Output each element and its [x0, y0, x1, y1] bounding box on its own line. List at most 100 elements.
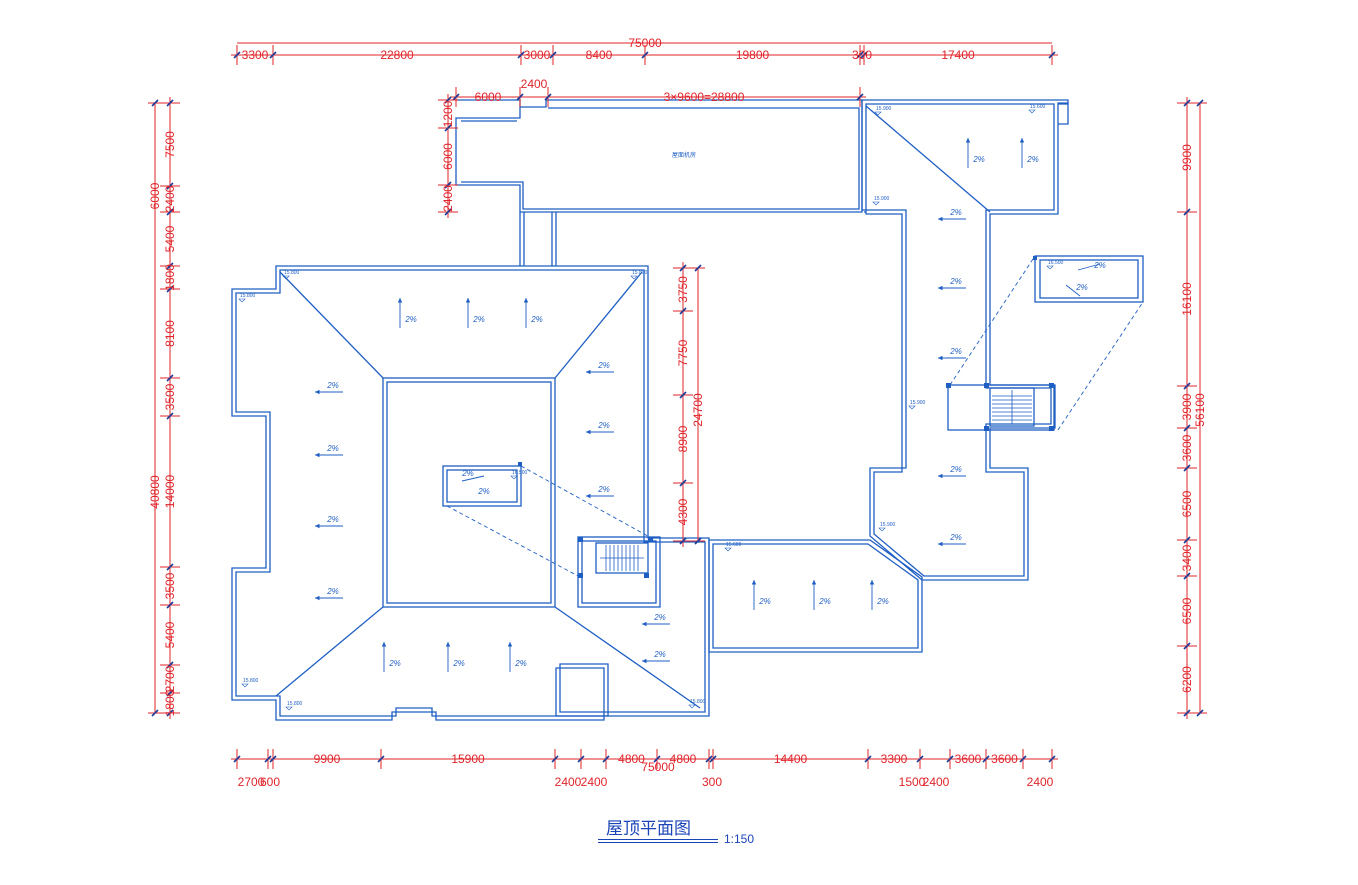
elevation-label: 15.800 — [632, 270, 648, 276]
elevation-triangle — [908, 405, 916, 410]
walls — [231, 99, 1144, 721]
slope-label: 2% — [949, 347, 962, 356]
drawing-scale: 1:150 — [724, 832, 755, 846]
dim-bottom-lower-0: 2700 — [238, 775, 265, 789]
dim-bottom-lower-1: 600 — [260, 775, 280, 789]
elevation-triangle — [874, 111, 882, 116]
slope-label: 2% — [876, 597, 889, 606]
middle-block-outline — [708, 539, 923, 653]
dim-bottom-7: 4800 — [670, 752, 697, 766]
slope-label: 2% — [326, 515, 339, 524]
dim-top-1: 22800 — [380, 48, 414, 62]
left-wing-outline — [231, 265, 710, 721]
dim-top-2: 3000 — [524, 48, 551, 62]
hip-lines-right — [864, 105, 991, 213]
dim-left-1: 2400 — [163, 185, 177, 212]
dim-right-6: 6500 — [1180, 597, 1194, 624]
dim-top-5: 300 — [852, 48, 872, 62]
dim-right-2: 3900 — [1180, 393, 1194, 420]
elevation-label: 15.800 — [284, 270, 300, 276]
dim-bottom-6: 4800 — [618, 752, 645, 766]
elevation-triangle — [878, 527, 886, 532]
slope-label: 2% — [949, 208, 962, 217]
dim-left-3: 1800 — [163, 264, 177, 291]
corridor-walls — [519, 212, 557, 266]
dim-left-5: 3500 — [163, 383, 177, 410]
hip-lines-left — [275, 271, 701, 709]
dim-right-7: 6200 — [1180, 666, 1194, 693]
dim-top-4: 19800 — [736, 48, 770, 62]
dim-right-1: 16100 — [1180, 282, 1194, 316]
elevation-triangle — [630, 275, 638, 280]
elevation-triangle — [241, 683, 249, 688]
slope-label: 2% — [949, 277, 962, 286]
slope-label: 2% — [326, 444, 339, 453]
elevation-triangle — [688, 704, 696, 709]
dim-left-overall: 40800 — [148, 475, 162, 509]
elevation-triangle — [1028, 109, 1036, 114]
elevation-triangle — [872, 201, 880, 206]
elevation-label: 15.800 — [690, 699, 706, 705]
dim-bottom-12: 3600 — [955, 752, 982, 766]
column-markers — [518, 256, 1054, 578]
elevation-triangle — [724, 547, 732, 552]
dim-left-10: 1800 — [163, 689, 177, 716]
machine-room-label: 屋面机房 — [672, 151, 696, 159]
dim-bottom-10: 3300 — [881, 752, 908, 766]
dim-right-0: 9900 — [1180, 144, 1194, 171]
dim-left-9: 2700 — [163, 665, 177, 692]
dim-bottom-9: 14400 — [774, 752, 808, 766]
dim-bottom-2: 9900 — [314, 752, 341, 766]
slope-label: 2% — [530, 315, 543, 324]
dim-bottom-3: 15900 — [451, 752, 485, 766]
machine-room-inner — [461, 107, 860, 210]
dim-bottom-lower-6: 2400 — [923, 775, 950, 789]
slope-label: 2% — [758, 597, 771, 606]
slope-label: 2% — [1093, 261, 1106, 270]
elevation-label: 15.800 — [243, 678, 259, 684]
inner-courtyard — [382, 377, 556, 608]
slope-arrow — [1077, 263, 1101, 271]
elevation-label: 15.800 — [287, 701, 303, 707]
slope-label: 2% — [597, 421, 610, 430]
slope-label: 2% — [972, 155, 985, 164]
slope-label: 2% — [1026, 155, 1039, 164]
dim-left-6: 14000 — [163, 474, 177, 508]
slope-label: 2% — [818, 597, 831, 606]
slope-label: 2% — [653, 650, 666, 659]
dim-right-overall: 56100 — [1193, 393, 1207, 427]
slope-label: 2% — [514, 659, 527, 668]
dim-center-3: 4300 — [676, 498, 690, 525]
elevation-label: 15.900 — [910, 400, 926, 406]
slope-label: 2% — [388, 659, 401, 668]
dim-left-4: 8100 — [163, 320, 177, 347]
skylight-right — [1034, 255, 1144, 303]
dim-center-1: 7750 — [676, 339, 690, 366]
dim-right-4: 6500 — [1180, 490, 1194, 517]
elevation-label: 15.600 — [1030, 104, 1046, 110]
elevation-label: 16.500 — [1048, 260, 1064, 266]
dim-ulv-2: 2400 — [441, 185, 455, 212]
slope-label: 2% — [461, 469, 474, 478]
title-underline — [598, 839, 718, 843]
slope-arrow — [1065, 284, 1081, 297]
slope-label: 2% — [472, 315, 485, 324]
dim-right-3: 3600 — [1180, 434, 1194, 461]
slope-label: 2% — [597, 485, 610, 494]
dim-top-0: 3300 — [242, 48, 269, 62]
elevation-label: 15.900 — [874, 196, 890, 202]
dim-bottom-13: 3600 — [991, 752, 1018, 766]
dim-center-2: 8900 — [676, 425, 690, 452]
dim-bottom-lower-7: 2400 — [1027, 775, 1054, 789]
dashed-leaders — [446, 255, 1144, 578]
left-wing-inner — [235, 269, 706, 717]
dim-ulv-0: 1200 — [441, 100, 455, 127]
elevation-triangle — [238, 298, 246, 303]
dim-left-7: 3500 — [163, 572, 177, 599]
dim-left-extra: 6000 — [148, 182, 162, 209]
slope-arrow — [461, 475, 485, 482]
dim-left-0: 7500 — [163, 131, 177, 158]
